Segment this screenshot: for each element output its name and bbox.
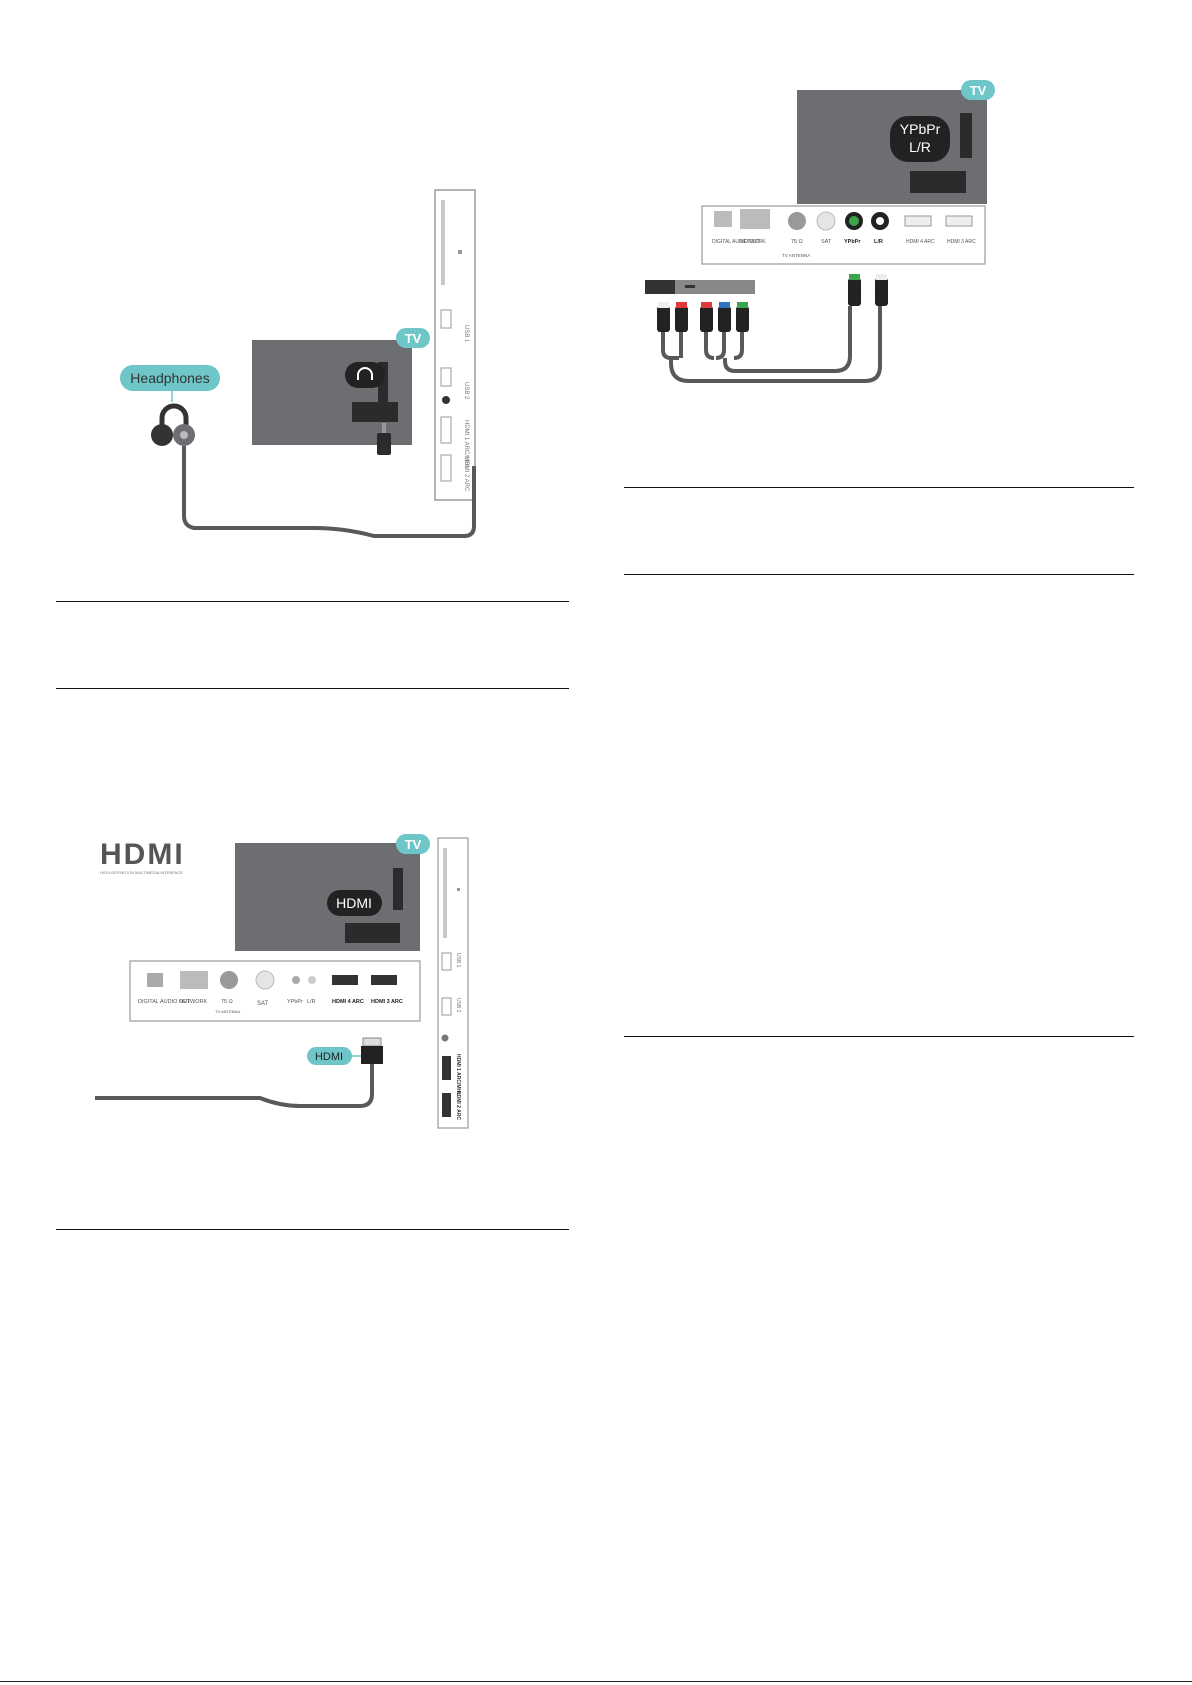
section-rule xyxy=(56,601,569,602)
back-port-label: YPbPr xyxy=(844,239,861,245)
back-port-label: 75 Ω xyxy=(791,239,803,245)
hdmi-logo-tagline: HIGH-DEFINITION MULTIMEDIA INTERFACE xyxy=(100,870,183,875)
headphones-icon xyxy=(159,403,189,432)
side-port-hdmi2: HDMI 2 ARC xyxy=(455,1091,461,1120)
back-port-label: HDMI 4 ARC xyxy=(906,239,935,245)
component-plugs xyxy=(657,274,888,332)
back-panel xyxy=(129,960,421,1022)
back-port-label: SAT xyxy=(821,239,832,245)
side-port-usb2: USB 2 xyxy=(455,998,461,1013)
back-port-label: DIGITAL AUDIO OUT xyxy=(138,999,191,1005)
side-port-hdmi2: HDMI 2 ARC xyxy=(463,457,469,492)
back-port-label: HDMI 3 ARC xyxy=(947,239,976,245)
tv-badge: TV xyxy=(970,83,987,98)
back-port-label: L/R xyxy=(874,239,883,245)
hdmi-cable-badge: HDMI xyxy=(315,1051,343,1063)
section-rule xyxy=(56,1229,569,1230)
side-port-hdmi1: HDMI 1 ARC/MHL xyxy=(455,1054,461,1095)
back-port-label: NETWORK xyxy=(179,999,207,1005)
headphones-connection-figure: USB 1 USB 2 HDMI 1 ARC/MHL HDMI 2 ARC TV… xyxy=(120,189,476,538)
headphone-port-icon xyxy=(345,362,385,388)
back-port-label: DIGITAL AUDIO OUT xyxy=(712,239,760,245)
back-port-label: 75 Ω xyxy=(221,999,233,1005)
tv-badge: TV xyxy=(405,837,422,852)
ypbpr-badge-line2: L/R xyxy=(909,139,931,155)
back-port-label: YPbPr xyxy=(287,999,303,1005)
headphones-badge: Headphones xyxy=(130,370,209,386)
back-port-label: TV ANTENNA xyxy=(215,1009,240,1014)
side-port-usb1: USB 1 xyxy=(463,325,469,343)
hdmi-logo: HDMI xyxy=(100,838,185,871)
page-footer-rule xyxy=(0,1681,1192,1682)
ypbpr-badge-line1: YPbPr xyxy=(900,121,941,137)
side-port-usb1: USB 1 xyxy=(455,953,461,968)
ypbpr-connection-figure: YPbPr L/R TV DIGITAL AUDIO OUT NETWORK 7… xyxy=(645,80,995,383)
back-port-label: HDMI 3 ARC xyxy=(371,999,403,1005)
back-port-label: TV ANTENNA xyxy=(782,253,810,258)
back-port-label: L/R xyxy=(307,999,316,1005)
side-port-hdmi1: HDMI 1 ARC/MHL xyxy=(463,420,469,469)
hdmi-connection-figure: HDMI HIGH-DEFINITION MULTIMEDIA INTERFAC… xyxy=(95,834,469,1129)
section-rule xyxy=(56,688,569,689)
section-rule xyxy=(624,487,1134,488)
tv-badge: TV xyxy=(405,331,422,346)
back-port-label: SAT xyxy=(257,1001,269,1007)
side-port-usb2: USB 2 xyxy=(463,382,469,400)
hdmi-port-badge: HDMI xyxy=(336,895,372,911)
section-rule xyxy=(624,1036,1134,1037)
back-port-label: NETWORK xyxy=(740,239,766,245)
back-port-label: HDMI 4 ARC xyxy=(332,999,364,1005)
section-rule xyxy=(624,574,1134,575)
